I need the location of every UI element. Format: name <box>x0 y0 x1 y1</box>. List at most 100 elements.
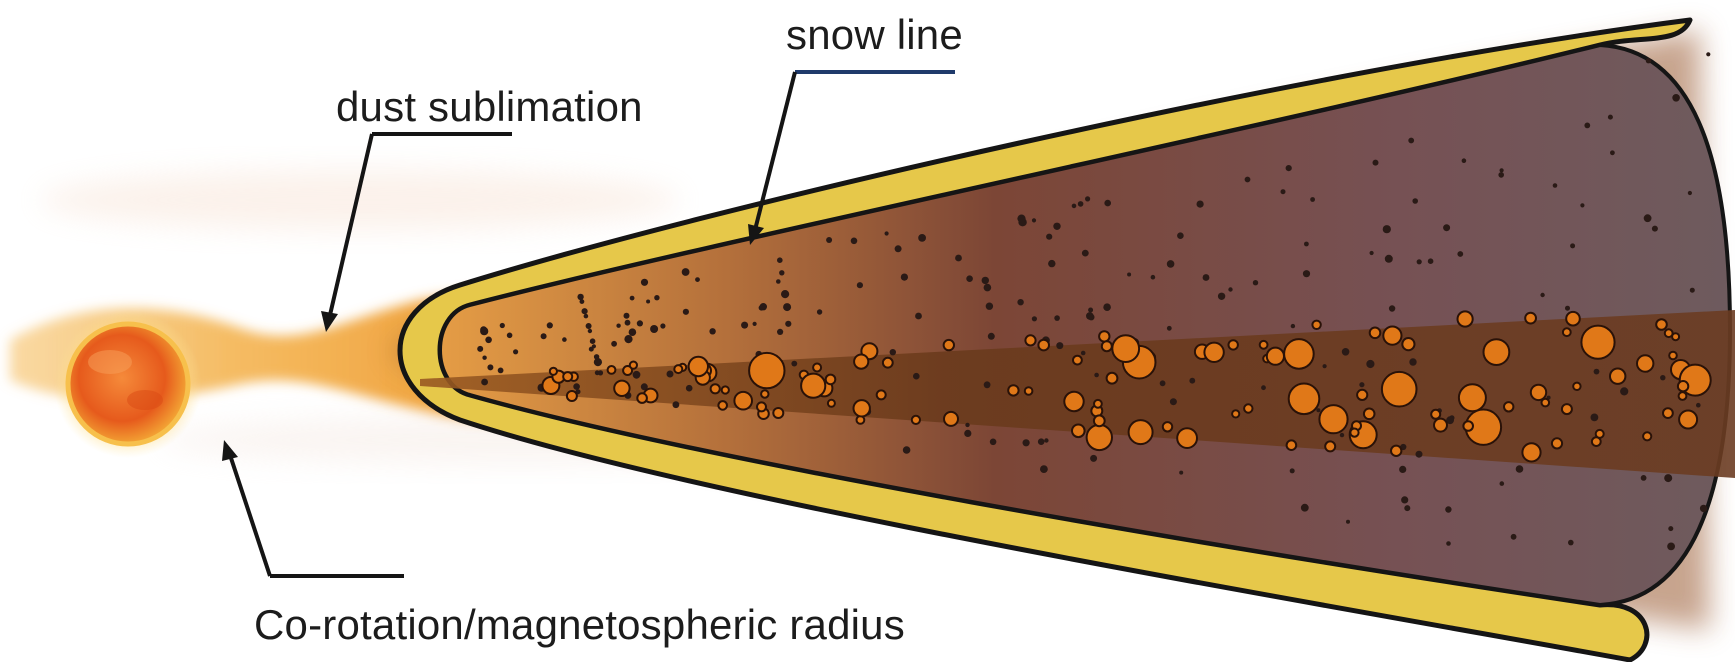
dust-grain-large <box>614 381 629 396</box>
dust-grain-small <box>1646 58 1651 63</box>
dust-grain-small <box>1417 259 1422 264</box>
dust-grain-small <box>895 245 902 252</box>
dust-grain-small <box>1167 326 1172 331</box>
dust-grain-small <box>482 356 486 360</box>
dust-grain-large <box>1665 329 1673 337</box>
dust-grain-small <box>625 320 631 326</box>
dust-grain-small <box>1700 505 1707 512</box>
dust-grain-large <box>1525 313 1536 324</box>
dust-grain-small <box>598 370 603 375</box>
dust-grain-large <box>1522 443 1540 461</box>
dust-grain-small <box>1167 260 1175 268</box>
dust-grain-small <box>592 344 596 348</box>
dust-grain-small <box>650 325 658 333</box>
dust-grain-small <box>1540 293 1544 297</box>
dust-grain-small <box>498 368 504 374</box>
dust-grain-small <box>1644 214 1652 222</box>
dust-grain-small <box>1408 138 1414 144</box>
dust-grain-large <box>1129 420 1153 444</box>
dust-grain-small <box>1652 226 1658 232</box>
dust-grain-small <box>1046 234 1052 240</box>
dust-grain-small <box>785 321 791 327</box>
dust-grain-small <box>611 341 617 347</box>
dust-grain-small <box>624 335 632 343</box>
dust-grain-small <box>1179 471 1183 475</box>
dust-grain-small <box>779 270 784 275</box>
dust-grain-small <box>1088 308 1093 313</box>
dust-grain-small <box>1286 165 1292 171</box>
dust-grain-small <box>660 323 665 328</box>
dust-grain-small <box>986 303 993 310</box>
dust-grain-large <box>1319 405 1347 433</box>
dust-grain-large <box>1656 319 1667 330</box>
dust-grain-small <box>1290 468 1295 473</box>
dust-grain-large <box>722 386 729 393</box>
dust-grain-small <box>481 379 488 386</box>
dust-grain-small <box>629 328 637 336</box>
dust-grain-small <box>1667 543 1675 551</box>
dust-grain-large <box>1112 335 1139 362</box>
dust-grain-small <box>577 294 583 300</box>
dust-grain-large <box>1562 404 1572 414</box>
dust-grain-small <box>1383 225 1391 233</box>
dust-grain-large <box>1669 352 1677 360</box>
dust-grain-small <box>646 300 650 304</box>
dust-grain-small <box>1304 242 1309 247</box>
dust-grain-large <box>1073 356 1082 365</box>
dust-grain-large <box>567 391 577 401</box>
dust-grain-small <box>580 299 585 304</box>
dust-grain-large <box>877 390 886 399</box>
dust-grain-large <box>637 393 647 403</box>
dust-grain-large <box>944 412 958 426</box>
dust-grain-small <box>890 349 896 355</box>
dust-grain-small <box>686 385 693 392</box>
dust-grain-small <box>759 305 765 311</box>
dust-grain-small <box>1498 172 1504 178</box>
dust-grain-small <box>1584 123 1590 129</box>
dust-grain-small <box>1228 287 1232 291</box>
dust-grain-large <box>944 340 954 350</box>
dust-grain-small <box>1580 203 1584 207</box>
dust-grain-small <box>915 313 922 320</box>
corotation-radius-label: Co-rotation/magnetospheric radius <box>254 604 905 646</box>
dust-grain-small <box>477 346 483 352</box>
dust-grain-small <box>1253 280 1258 285</box>
dust-grain-small <box>1048 260 1055 267</box>
dust-grain-large <box>1370 328 1381 339</box>
dust-grain-small <box>1457 251 1463 257</box>
dust-grain-small <box>918 234 926 242</box>
dust-grain-large <box>813 364 821 372</box>
dust-grain-large <box>912 416 920 424</box>
dust-grain-large <box>1232 410 1239 417</box>
dust-grain-small <box>500 323 505 328</box>
dust-grain-large <box>1484 339 1510 365</box>
dust-grain-small <box>984 284 992 292</box>
dust-grain-small <box>885 231 889 235</box>
dust-grain-small <box>654 295 659 300</box>
dust-grain-large <box>1679 411 1697 429</box>
dust-grain-small <box>590 338 596 344</box>
dust-grain-small <box>1672 94 1680 102</box>
dust-grain-small <box>1160 380 1166 386</box>
dust-grain-small <box>1054 315 1060 321</box>
dust-grain-large <box>1463 421 1473 431</box>
dust-grain-large <box>1163 422 1172 431</box>
dust-grain-large <box>674 365 682 373</box>
dust-grain-large <box>1552 438 1562 448</box>
dust-grain-large <box>1431 410 1440 419</box>
dust-grain-large <box>1025 335 1035 345</box>
dust-grain-large <box>1596 430 1604 438</box>
dust-grain-large <box>718 401 727 410</box>
dust-grain-small <box>990 439 997 446</box>
dust-grain-small <box>1323 364 1327 368</box>
dust-grain-large <box>1391 446 1401 456</box>
dust-grain-small <box>1690 288 1695 293</box>
dust-grain-small <box>588 329 592 333</box>
dust-grain-small <box>753 322 757 326</box>
dust-grain-small <box>1032 218 1036 222</box>
dust-grain-large <box>1610 369 1625 384</box>
dust-grain-large <box>1260 341 1268 349</box>
dust-grain-small <box>1081 351 1086 356</box>
dust-grain-small <box>1340 433 1344 437</box>
dust-grain-small <box>1594 369 1600 375</box>
